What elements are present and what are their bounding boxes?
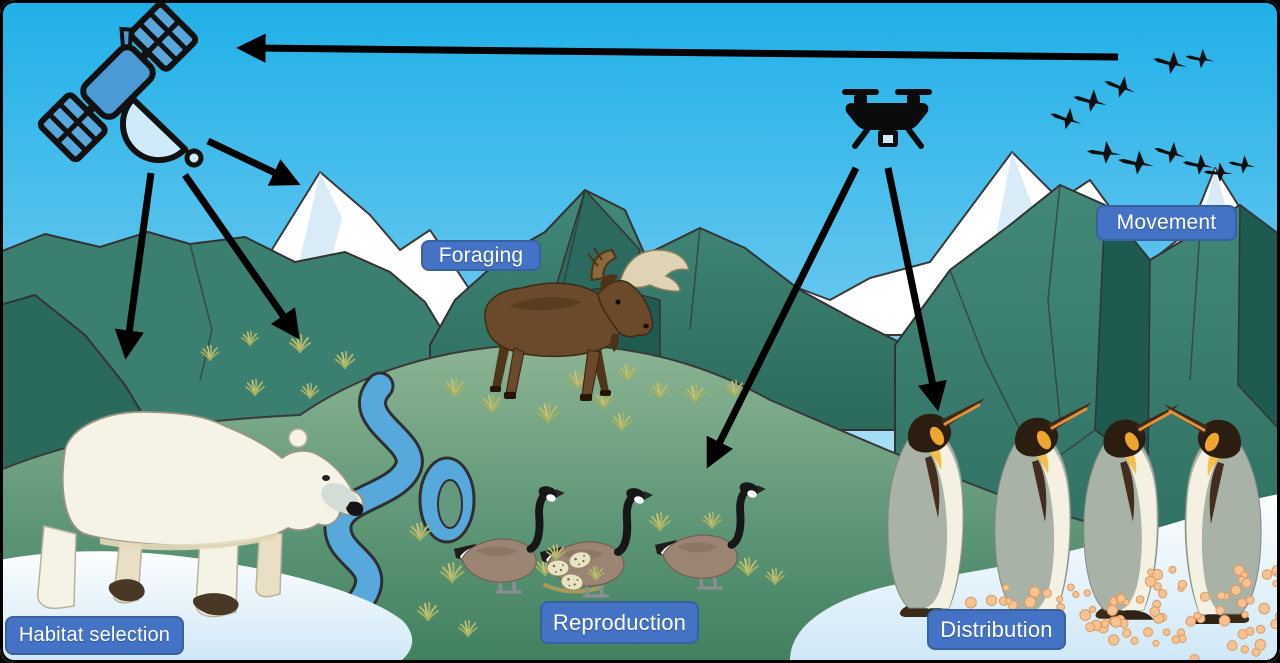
label-distribution: Distribution: [927, 609, 1066, 650]
drone-icon: [842, 89, 932, 149]
arrows: [114, 33, 1119, 469]
canada-geese: [454, 480, 766, 596]
arrow-drone-to-geese: [706, 166, 860, 469]
arrow-flock-to-satellite: [236, 33, 1119, 63]
polar-bear: [37, 411, 364, 618]
moose: [484, 247, 690, 401]
label-reproduction: Reproduction: [540, 601, 699, 644]
arrow-satellite-to-bear: [114, 172, 155, 360]
satellite-icon: [37, 1, 204, 168]
arrow-satellite-to-mountains: [206, 137, 301, 186]
satellite-dish: [119, 96, 204, 168]
label-habitat-selection: Habitat selection: [5, 616, 184, 655]
arrow-satellite-to-meadow: [182, 172, 300, 340]
arrow-drone-to-penguins: [884, 167, 947, 412]
label-foraging: Foraging: [421, 240, 541, 271]
label-movement: Movement: [1096, 205, 1237, 241]
